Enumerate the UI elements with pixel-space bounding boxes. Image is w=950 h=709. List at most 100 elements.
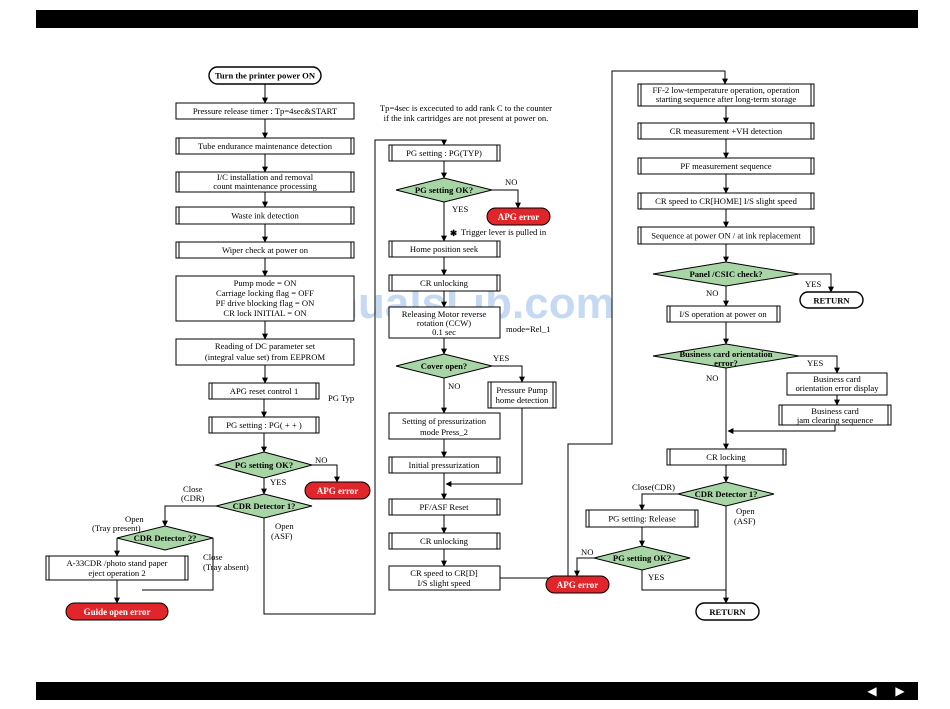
wiper-check-box: Wiper check at power on xyxy=(175,241,355,259)
svg-text:I/C installation and removal: I/C installation and removal xyxy=(217,172,314,182)
tube-endurance-box: Tube endurance maintenance detection xyxy=(175,137,355,155)
svg-text:APG error: APG error xyxy=(557,580,599,590)
releasing-motor-box: Releasing Motor reverse rotation (CCW) 0… xyxy=(388,306,501,339)
col3-cdr-open-label: Open xyxy=(736,506,755,516)
svg-text:CDR Detector 2?: CDR Detector 2? xyxy=(134,533,197,543)
svg-text:Reading of DC parameter set: Reading of DC parameter set xyxy=(215,341,316,351)
svg-text:CDR Detector 1?: CDR Detector 1? xyxy=(233,501,296,511)
svg-text:PG setting : PG(TYP): PG setting : PG(TYP) xyxy=(406,148,482,158)
svg-text:CDR Detector 1?: CDR Detector 1? xyxy=(695,489,758,499)
cdr-detector-1-decision: CDR Detector 1? xyxy=(215,493,313,519)
pf-measurement-box: PF measurement sequence xyxy=(637,157,815,175)
svg-text:Business card: Business card xyxy=(813,374,861,384)
mode-rel-label: mode=Rel_1 xyxy=(506,324,550,334)
svg-text:CR speed to CR[D]: CR speed to CR[D] xyxy=(410,568,478,578)
home-position-seek-box: Home position seek xyxy=(388,240,501,258)
col1-connectors xyxy=(114,84,447,615)
svg-text:Carriage locking flag = OFF: Carriage locking flag = OFF xyxy=(216,288,314,298)
svg-text:PF measurement sequence: PF measurement sequence xyxy=(680,161,771,171)
svg-text:PG setting : PG( + + ): PG setting : PG( + + ) xyxy=(226,420,302,430)
col2-d1-yes-label: YES xyxy=(452,204,468,214)
business-card-orientation-decision: Business card orientation error? xyxy=(652,343,800,369)
return-terminal-2: RETURN xyxy=(695,602,760,621)
col1-d1-yes-label: YES xyxy=(270,477,286,487)
svg-text:I/S slight speed: I/S slight speed xyxy=(418,578,472,588)
svg-text:Cover open?: Cover open? xyxy=(421,361,467,371)
svg-text:APG reset control 1: APG reset control 1 xyxy=(230,386,299,396)
svg-text:Setting of pressurization: Setting of pressurization xyxy=(402,416,487,426)
pg-setting-typ-box: PG setting : PG(TYP) xyxy=(388,144,501,162)
pg-typ-label: PG Typ xyxy=(328,393,354,403)
pressure-pump-home-box: Pressure Pump home detection xyxy=(487,381,557,409)
svg-text:CR unlocking: CR unlocking xyxy=(420,278,469,288)
svg-text:CR speed to CR[HOME] I/S sligh: CR speed to CR[HOME] I/S slight speed xyxy=(655,196,797,206)
bc-yes-label: YES xyxy=(807,358,823,368)
svg-text:home detection: home detection xyxy=(496,395,549,405)
svg-text:mode Press_2: mode Press_2 xyxy=(420,427,468,437)
svg-text:APG error: APG error xyxy=(317,486,359,496)
cover-open-decision: Cover open? xyxy=(395,353,493,379)
svg-text:Waste ink detection: Waste ink detection xyxy=(231,211,299,221)
svg-text:Guide open error: Guide open error xyxy=(84,607,151,617)
svg-text:APG error: APG error xyxy=(498,212,540,222)
bc-no-label: NO xyxy=(706,373,718,383)
col1-apg-error: APG error xyxy=(304,481,371,500)
tp-note-line2: if the ink cartridges are not present at… xyxy=(384,113,549,123)
panel-csic-decision: Panel /CSIC check? xyxy=(652,261,800,287)
ic-installation-box: I/C installation and removal count maint… xyxy=(175,171,355,193)
col3-cdr-open-sub: (ASF) xyxy=(734,516,756,526)
cdr2-close-sub: (Tray absent) xyxy=(203,562,249,572)
dc-parameter-box: Reading of DC parameter set (integral va… xyxy=(175,338,355,366)
panel-no-label: NO xyxy=(706,288,718,298)
svg-text:A-33CDR /photo stand paper: A-33CDR /photo stand paper xyxy=(67,558,168,568)
svg-text:starting sequence after long-t: starting sequence after long-term storag… xyxy=(656,94,796,104)
svg-text:Pressure Pump: Pressure Pump xyxy=(496,385,547,395)
bc-jam-clearing-box: Business card jam clearing sequence xyxy=(778,404,892,426)
col2-cr-unlocking-2-box: CR unlocking xyxy=(388,532,501,550)
col2-apg-error: APG error xyxy=(486,207,551,226)
photo-stand-eject-box: A-33CDR /photo stand paper eject operati… xyxy=(45,555,189,581)
col2-cr-unlocking-box: CR unlocking xyxy=(388,274,501,292)
pg-setting-plus-box: PG setting : PG( + + ) xyxy=(208,416,320,434)
svg-text:Business card: Business card xyxy=(811,406,859,416)
svg-text:PG setting OK?: PG setting OK? xyxy=(235,460,293,470)
svg-text:PF drive blocking flag = ON: PF drive blocking flag = ON xyxy=(216,298,315,308)
cdr2-open-sub: (Tray present) xyxy=(92,523,141,533)
col1-d1-no-label: NO xyxy=(315,455,327,465)
svg-text:RETURN: RETURN xyxy=(709,607,746,617)
col3-pg-yes-label: YES xyxy=(648,572,664,582)
col3-pg-setting-decision: PG setting OK? xyxy=(593,545,691,571)
svg-text:Pressure release timer : Tp=4s: Pressure release timer : Tp=4sec&START xyxy=(193,106,338,116)
svg-text:rotation (CCW): rotation (CCW) xyxy=(417,318,471,328)
svg-text:CR unlocking: CR unlocking xyxy=(420,536,469,546)
col3-connectors xyxy=(574,106,840,604)
svg-text:Sequence at power ON / at ink: Sequence at power ON / at ink replacemen… xyxy=(651,231,801,241)
cdr1-open-sub: (ASF) xyxy=(271,531,293,541)
svg-text:Tube endurance maintenance det: Tube endurance maintenance detection xyxy=(198,141,333,151)
next-page-icon[interactable]: ▶ xyxy=(895,684,905,698)
pressure-release-timer-box: Pressure release timer : Tp=4sec&START xyxy=(175,102,355,120)
svg-text:Panel /CSIC check?: Panel /CSIC check? xyxy=(689,269,762,279)
svg-text:RETURN: RETURN xyxy=(813,296,850,306)
svg-text:Business card orientation: Business card orientation xyxy=(679,349,772,359)
header-bar xyxy=(36,10,918,28)
cr-locking-box: CR locking xyxy=(666,448,787,466)
initial-pressurization-box: Initial pressurization xyxy=(388,456,501,474)
return-terminal-1: RETURN xyxy=(799,291,864,309)
asterisk-mark: ✱ xyxy=(450,228,458,238)
svg-text:jam clearing sequence: jam clearing sequence xyxy=(796,415,874,425)
col3-cdr-close-label: Close(CDR) xyxy=(632,482,675,492)
col1-pg-setting-decision: PG setting OK? xyxy=(214,451,314,479)
ff2-low-temp-box: FF-2 low-temperature operation, operatio… xyxy=(637,83,815,107)
col3-apg-error: APG error xyxy=(545,575,610,594)
svg-text:Initial pressurization: Initial pressurization xyxy=(409,460,481,470)
cdr1-open-label: Open xyxy=(275,521,294,531)
svg-text:CR lock INITIAL = ON: CR lock INITIAL = ON xyxy=(223,308,307,318)
svg-text:eject operation 2: eject operation 2 xyxy=(88,568,145,578)
pf-asf-reset-box: PF/ASF Reset xyxy=(388,498,501,516)
apg-reset-box: APG reset control 1 xyxy=(208,382,320,400)
cover-no-label: NO xyxy=(448,381,460,391)
tp-note-line1: Tp=4sec is excecuted to add rank C to th… xyxy=(380,103,552,113)
cr-measurement-box: CR measurement +VH detection xyxy=(637,122,815,140)
prev-page-icon[interactable]: ◀ xyxy=(867,684,877,698)
